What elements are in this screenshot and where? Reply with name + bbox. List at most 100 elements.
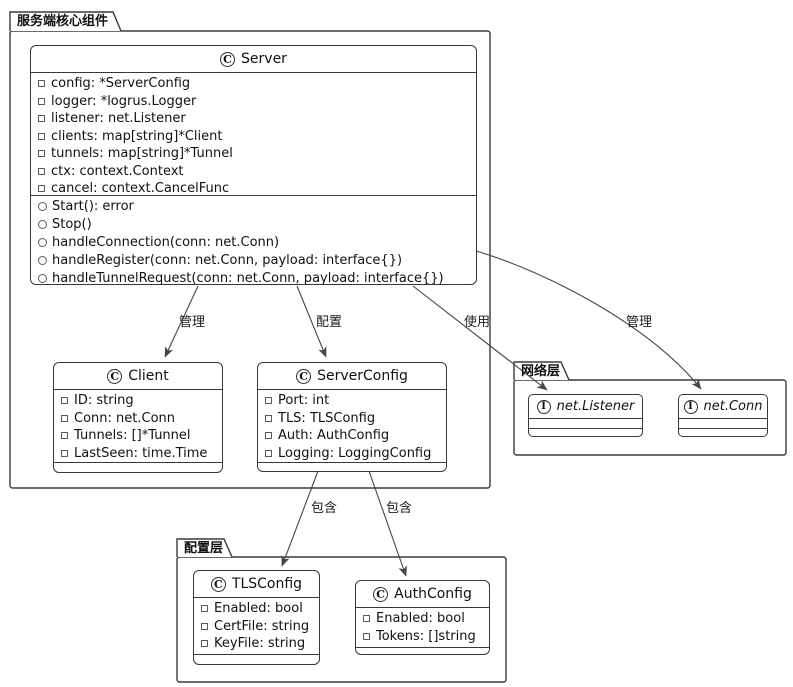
class-server-methods: Start(): error Stop() handleConnection(c…: [31, 196, 476, 285]
class-tlsconfig: C TLSConfig Enabled: bool CertFile: stri…: [193, 570, 320, 665]
interface-net-listener: I net.Listener: [528, 394, 643, 437]
field-square-icon: [61, 432, 68, 440]
class-client-title: C Client: [54, 363, 222, 390]
package-config-title: 配置层: [184, 541, 224, 556]
method-row: handleConnection(conn: net.Conn): [38, 233, 468, 251]
field-text: CertFile: string: [214, 618, 310, 634]
method-circle-icon: [38, 219, 47, 229]
empty-fields-compartment: [529, 418, 642, 428]
class-serverconfig: C ServerConfig Port: int TLS: TLSConfig …: [257, 362, 447, 472]
field-row: cancel: context.CancelFunc: [38, 180, 468, 195]
field-text: listener: net.Listener: [51, 111, 186, 127]
class-serverconfig-title: C ServerConfig: [258, 363, 446, 390]
field-text: TLS: TLSConfig: [278, 410, 376, 426]
method-text: handleConnection(conn: net.Conn): [52, 234, 280, 250]
field-text: logger: *logrus.Logger: [51, 93, 197, 109]
class-name: ServerConfig: [317, 368, 408, 384]
edge-label-manage-client: 管理: [179, 315, 206, 330]
field-row: KeyFile: string: [201, 635, 311, 653]
edge-serverconfig-to-authconfig: [368, 470, 407, 577]
empty-fields-compartment: [679, 418, 767, 428]
edge-label-contains-auth: 包含: [386, 501, 413, 516]
field-text: config: *ServerConfig: [51, 76, 191, 92]
class-tlsconfig-title: C TLSConfig: [194, 571, 319, 598]
interface-net-conn-title: I net.Conn: [679, 395, 767, 418]
field-text: tunnels: map[string]*Tunnel: [51, 146, 233, 162]
class-name: Client: [128, 368, 169, 384]
class-name: TLSConfig: [231, 576, 303, 592]
empty-methods-compartment: [54, 463, 222, 472]
method-circle-icon: [38, 273, 47, 283]
field-text: Auth: AuthConfig: [278, 428, 390, 444]
method-row: handleTunnelRequest(conn: net.Conn, payl…: [38, 269, 468, 285]
edge-label-use: 使用: [464, 315, 491, 330]
method-circle-icon: [38, 237, 47, 247]
field-square-icon: [38, 97, 45, 105]
interface-net-conn: I net.Conn: [678, 394, 768, 437]
field-text: Enabled: bool: [214, 601, 303, 617]
field-row: Enabled: bool: [201, 600, 311, 618]
field-square-icon: [61, 449, 68, 457]
method-row: handleRegister(conn: net.Conn, payload: …: [38, 251, 468, 269]
interface-icon: I: [536, 399, 551, 414]
field-square-icon: [201, 605, 208, 613]
class-client-fields: ID: string Conn: net.Conn Tunnels: []*Tu…: [54, 390, 222, 463]
field-text: Tunnels: []*Tunnel: [74, 428, 191, 444]
field-square-icon: [265, 432, 272, 440]
empty-methods-compartment: [258, 463, 446, 471]
class-tlsconfig-fields: Enabled: bool CertFile: string KeyFile: …: [194, 598, 319, 655]
method-row: Start(): error: [38, 197, 468, 215]
field-row: logger: *logrus.Logger: [38, 93, 468, 111]
edge-server-to-netconn: [475, 250, 702, 390]
field-row: Port: int: [265, 392, 438, 410]
field-row: ID: string: [61, 392, 214, 410]
field-row: TLS: TLSConfig: [265, 410, 438, 428]
field-row: Logging: LoggingConfig: [265, 445, 438, 463]
class-icon: C: [296, 368, 312, 384]
field-row: Auth: AuthConfig: [265, 427, 438, 445]
field-square-icon: [201, 622, 208, 630]
field-row: Tunnels: []*Tunnel: [61, 427, 214, 445]
field-square-icon: [61, 414, 68, 422]
interface-net-listener-title: I net.Listener: [529, 395, 642, 418]
field-square-icon: [38, 150, 45, 158]
field-text: Logging: LoggingConfig: [278, 445, 432, 461]
field-square-icon: [363, 615, 370, 623]
class-icon: C: [220, 51, 236, 67]
field-square-icon: [265, 397, 272, 405]
method-circle-icon: [38, 201, 47, 211]
field-row: listener: net.Listener: [38, 110, 468, 128]
field-text: clients: map[string]*Client: [51, 128, 223, 144]
method-text: handleTunnelRequest(conn: net.Conn, payl…: [52, 270, 444, 285]
interface-icon: I: [683, 399, 698, 414]
package-network-title: 网络层: [521, 364, 561, 379]
class-server-fields: config: *ServerConfig logger: *logrus.Lo…: [31, 73, 476, 196]
field-square-icon: [265, 414, 272, 422]
class-serverconfig-fields: Port: int TLS: TLSConfig Auth: AuthConfi…: [258, 390, 446, 463]
edge-serverconfig-to-tlsconfig: [281, 470, 319, 567]
field-row: config: *ServerConfig: [38, 75, 468, 93]
package-core-title: 服务端核心组件: [17, 14, 109, 29]
field-square-icon: [61, 397, 68, 405]
field-square-icon: [38, 80, 45, 88]
field-row: clients: map[string]*Client: [38, 128, 468, 146]
edge-label-configure: 配置: [316, 315, 343, 330]
field-text: Tokens: []string: [376, 628, 476, 644]
class-authconfig-fields: Enabled: bool Tokens: []string: [356, 608, 489, 648]
field-text: ctx: context.Context: [51, 163, 184, 179]
field-text: Conn: net.Conn: [74, 410, 175, 426]
method-text: Stop(): [52, 216, 92, 232]
edge-label-manage-conn: 管理: [626, 315, 653, 330]
field-square-icon: [38, 185, 45, 193]
field-row: Enabled: bool: [363, 610, 481, 628]
empty-methods-compartment: [356, 648, 489, 654]
class-name: AuthConfig: [394, 586, 472, 602]
class-icon: C: [210, 576, 226, 592]
class-icon: C: [107, 368, 123, 384]
empty-methods-compartment: [679, 428, 767, 436]
field-row: ctx: context.Context: [38, 163, 468, 181]
field-row: Conn: net.Conn: [61, 410, 214, 428]
empty-methods-compartment: [529, 428, 642, 436]
field-square-icon: [38, 115, 45, 123]
